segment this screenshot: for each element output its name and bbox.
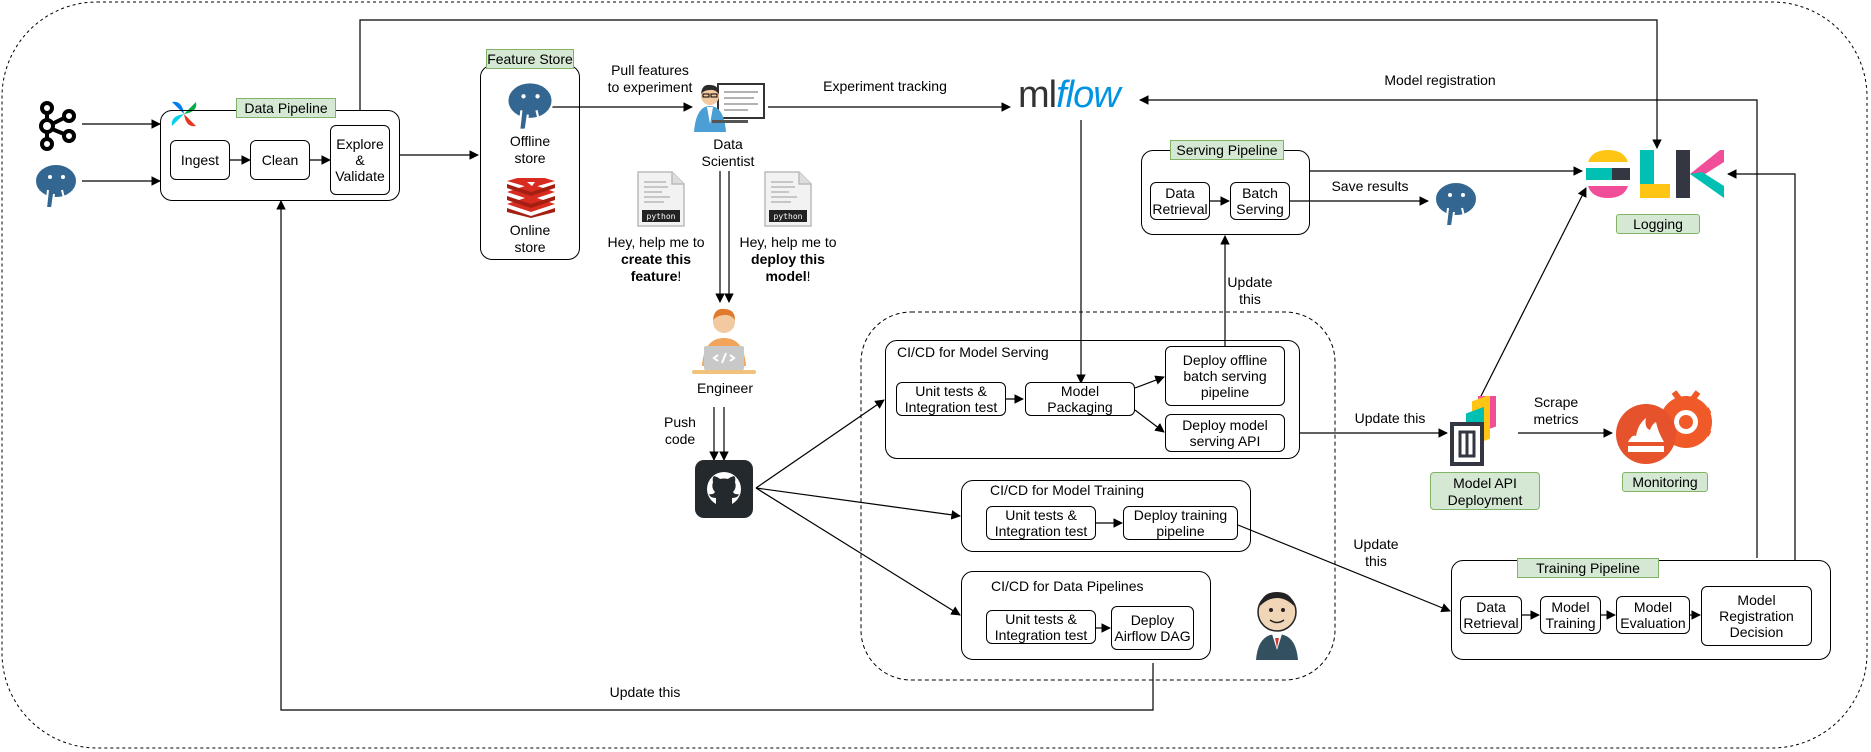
update-serving-label: Update this: [1227, 274, 1273, 307]
model-registration-label: Model registration: [1384, 72, 1496, 88]
arrow-update-training: [1237, 524, 1451, 613]
batch-serving-step[interactable]: Batch Serving: [1230, 182, 1290, 220]
arrow-update-data-pipeline: [276, 200, 1154, 711]
arrow-github-to-cicd-serving: [755, 399, 885, 489]
prometheus-grafana-icon: [1616, 390, 1712, 464]
offline-store-label: Offline store: [509, 133, 551, 166]
model-request-pre: Hey, help me to: [739, 234, 837, 250]
model-api-deployment-label: Model API Deployment: [1430, 472, 1540, 510]
deploy-api-step[interactable]: Deploy model serving API: [1165, 414, 1285, 452]
monitoring-label: Monitoring: [1622, 472, 1708, 492]
update-training-label: Update this: [1353, 536, 1399, 569]
cicd-serving-group: [885, 340, 1300, 459]
serving-tests-step[interactable]: Unit tests & Integration test: [896, 382, 1006, 416]
model-request-bold2: model: [765, 268, 807, 284]
arrow-packaging-to-api: [1134, 409, 1165, 433]
feature-request-pre: Hey, help me to: [607, 234, 705, 250]
feature-request-bold1: create this: [620, 251, 692, 267]
logging-label: Logging: [1616, 214, 1700, 234]
training-tests-step[interactable]: Unit tests & Integration test: [986, 506, 1096, 540]
mlflow-logo-flow: flow: [1056, 74, 1121, 116]
online-store-label: Online store: [509, 222, 551, 255]
mlflow-logo: mlflow: [1018, 72, 1138, 118]
cicd-data-group: [961, 571, 1211, 660]
data-scientist-icon: [694, 83, 765, 132]
python-logo-text: python: [647, 212, 676, 221]
arrow-pipeline-to-elk: [359, 19, 1662, 149]
mlflow-logo-ml: ml: [1018, 74, 1057, 116]
engineer-icon: [692, 308, 756, 374]
update-api-label: Update this: [1354, 410, 1426, 426]
arrow-model-registration: [1139, 95, 1758, 558]
python-script-icon-model: python: [764, 171, 812, 227]
deploy-training-step[interactable]: Deploy training pipeline: [1123, 506, 1238, 540]
push-code-label: Push code: [664, 414, 696, 447]
pull-features-label: Pull features to experiment: [607, 62, 693, 95]
data-pipeline-title: Data Pipeline: [236, 98, 336, 118]
serving-pipeline-title: Serving Pipeline: [1170, 140, 1284, 160]
clean-step[interactable]: Clean: [250, 140, 310, 180]
python-logo-text: python: [774, 212, 803, 221]
deploy-airflow-dag-step[interactable]: Deploy Airflow DAG: [1111, 606, 1194, 650]
model-request-note: Hey, help me to deploy this model!: [728, 234, 848, 285]
ingest-step[interactable]: Ingest: [170, 140, 230, 180]
kafka-icon: [39, 101, 76, 151]
redis-icon: [507, 178, 555, 218]
cicd-serving-title: CI/CD for Model Serving: [897, 344, 1049, 360]
explore-validate-step[interactable]: Explore & Validate: [330, 125, 390, 195]
save-results-label: Save results: [1331, 178, 1409, 194]
jenkins-icon: [1256, 592, 1298, 660]
training-pipeline-title: Training Pipeline: [1517, 558, 1659, 578]
model-training-step[interactable]: Model Training: [1540, 596, 1601, 634]
model-packaging-step[interactable]: Model Packaging: [1025, 382, 1135, 416]
results-postgres-icon: [1434, 181, 1478, 227]
arrow-packaging-to-offline: [1134, 375, 1165, 389]
feature-request-post: !: [677, 268, 682, 284]
serving-data-retrieval-step[interactable]: Data Retrieval: [1150, 182, 1210, 220]
connectors: [82, 19, 1796, 711]
python-script-icon-feature: python: [637, 171, 685, 227]
elk-icon: [1586, 150, 1724, 198]
engineer-label: Engineer: [696, 380, 754, 396]
feature-request-note: Hey, help me to create this feature!: [596, 234, 716, 285]
model-request-post: !: [806, 268, 811, 284]
cicd-training-group: [961, 480, 1251, 552]
offline-store-postgres-icon: [506, 81, 554, 131]
cicd-training-title: CI/CD for Model Training: [990, 482, 1145, 498]
model-api-icon: [1450, 396, 1496, 466]
data-tests-step[interactable]: Unit tests & Integration test: [986, 610, 1096, 644]
arrow-training-to-elk: [1727, 169, 1796, 560]
postgresql-icon: [34, 163, 78, 209]
model-evaluation-step[interactable]: Model Evaluation: [1616, 596, 1690, 634]
airflow-icon: [171, 101, 197, 127]
cicd-data-title: CI/CD for Data Pipelines: [991, 578, 1144, 594]
arrow-github-to-cicd-data: [755, 487, 961, 616]
training-data-retrieval-step[interactable]: Data Retrieval: [1460, 596, 1522, 634]
data-scientist-label: Data Scientist: [701, 136, 755, 169]
experiment-tracking-label: Experiment tracking: [823, 78, 947, 94]
arrow-github-to-cicd-training: [755, 487, 961, 520]
deploy-offline-step[interactable]: Deploy offline batch serving pipeline: [1165, 346, 1285, 406]
model-registration-decision-step[interactable]: Model Registration Decision: [1701, 586, 1812, 646]
github-icon[interactable]: [695, 460, 753, 518]
feature-store-title: Feature Store: [486, 49, 574, 69]
scrape-metrics-label: Scrape metrics: [1533, 394, 1579, 427]
update-data-pipeline-label: Update this: [609, 684, 681, 700]
arrow-api-to-elk: [1477, 187, 1587, 403]
feature-request-bold2: feature: [630, 268, 678, 284]
model-request-bold1: deploy this: [751, 251, 825, 267]
